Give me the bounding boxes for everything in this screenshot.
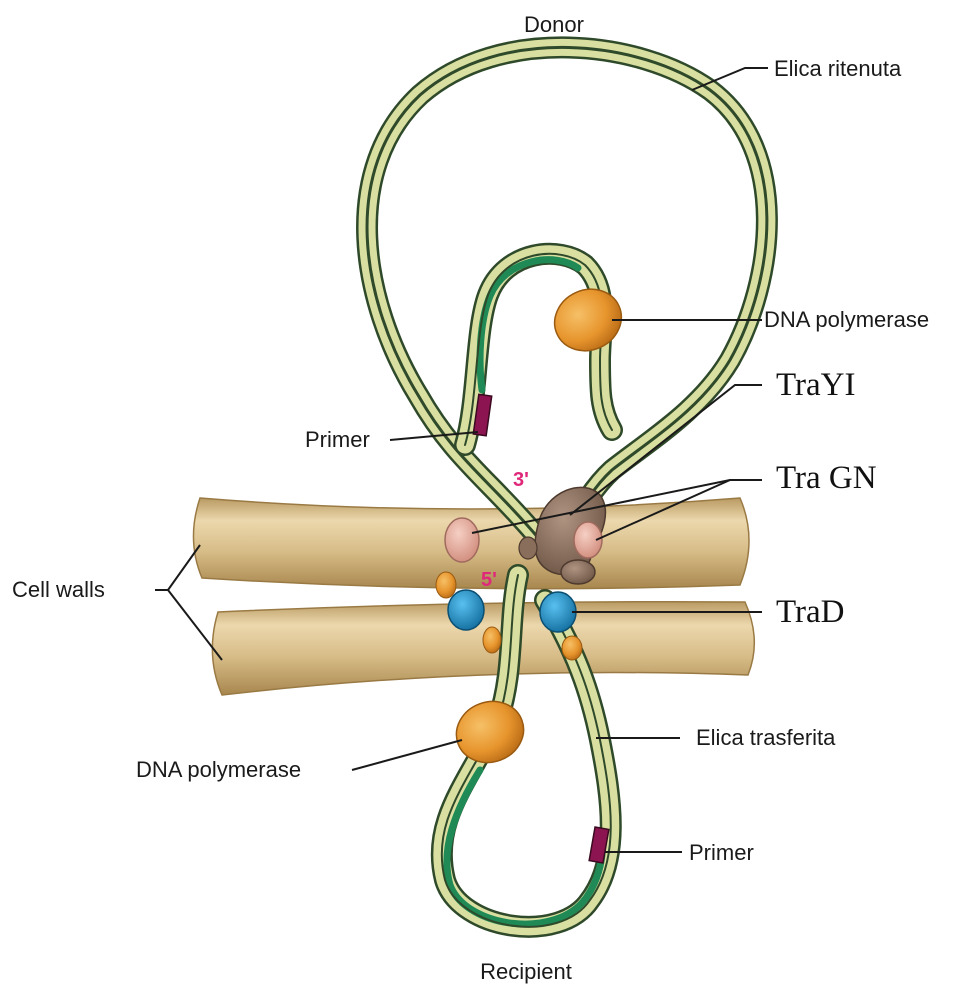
- primer-bottom-label: Primer: [689, 840, 754, 865]
- primer-top-label: Primer: [305, 427, 370, 452]
- dna-polymerase-bottom-label: DNA polymerase: [136, 757, 301, 782]
- elica-trasferita-label: Elica trasferita: [696, 725, 836, 750]
- trad-label: TraD: [776, 594, 844, 630]
- tragn-label: Tra GN: [776, 460, 877, 496]
- three-prime-end-label: 3': [513, 469, 529, 491]
- elica-ritenuta-label: Elica ritenuta: [774, 56, 902, 81]
- cell-walls-label: Cell walls: [12, 577, 105, 602]
- trad-left-shape: [448, 590, 484, 630]
- recipient-label: Recipient: [480, 959, 572, 984]
- dna-polymerase-bottom-shape: [448, 692, 532, 772]
- trad-right-shape: [540, 592, 576, 632]
- trayi-label: TraYI: [776, 367, 855, 403]
- dna-polymerase-top-label: DNA polymerase: [764, 307, 929, 332]
- donor-dna-outer-loop: [367, 47, 767, 545]
- tragn-left-shape: [445, 518, 479, 562]
- donor-label: Donor: [524, 12, 584, 37]
- five-prime-end-label: 5': [481, 569, 497, 591]
